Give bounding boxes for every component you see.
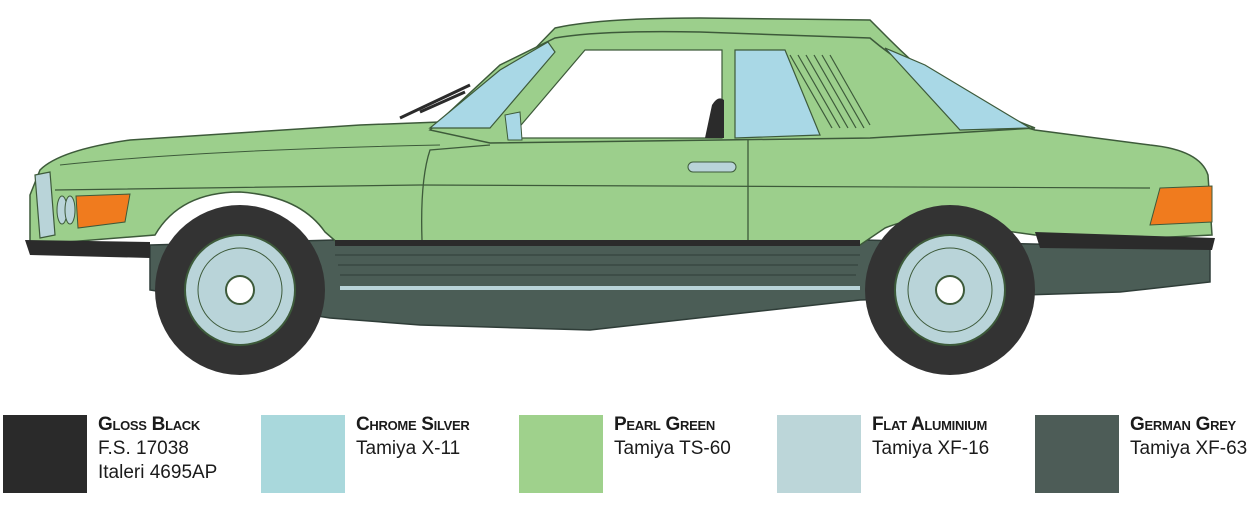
- front-bumper: [25, 240, 150, 258]
- color-chip: [1035, 415, 1119, 493]
- door-outline: [421, 140, 749, 241]
- color-name: Pearl Green: [614, 414, 715, 435]
- door-handle: [687, 161, 737, 173]
- legend-text: Pearl Green Tamiya TS-60: [614, 413, 731, 461]
- legend-text: Gloss Black F.S. 17038 Italeri 4695AP: [98, 413, 217, 485]
- color-name: Gloss Black: [98, 414, 200, 435]
- rocker-chrome: [340, 286, 860, 290]
- legend-text: Flat Aluminium Tamiya XF-16: [872, 413, 989, 461]
- c-pillar-louvres: [789, 54, 871, 129]
- headlamp-2: [64, 195, 76, 225]
- front-wheel: [155, 205, 325, 375]
- quarter-window: [734, 49, 821, 139]
- legend-text: Chrome Silver Tamiya X-11: [356, 413, 470, 461]
- rocker-ribs: [335, 254, 860, 276]
- color-chip: [3, 415, 87, 493]
- door-window: [508, 49, 723, 139]
- rear-indicator: [1149, 185, 1213, 226]
- color-name: Chrome Silver: [356, 414, 470, 435]
- color-code: Italeri 4695AP: [98, 462, 218, 483]
- color-code: F.S. 17038: [98, 438, 189, 459]
- seat: [705, 98, 724, 138]
- rear-wheel: [865, 205, 1035, 375]
- color-code: Tamiya TS-60: [614, 438, 731, 459]
- rear-window: [884, 47, 1033, 131]
- color-chip: [261, 415, 345, 493]
- wiper: [399, 83, 471, 120]
- legend-text: German Grey Tamiya XF-63: [1130, 413, 1247, 461]
- front-indicator: [75, 193, 131, 229]
- windshield: [428, 41, 556, 129]
- shoulder-line: [54, 184, 1151, 191]
- hood-line: [59, 144, 441, 166]
- side-trim-dark: [335, 240, 860, 246]
- color-code: Tamiya X-11: [356, 438, 461, 459]
- color-chip: [519, 415, 603, 493]
- rear-bumper: [1035, 232, 1215, 250]
- color-name: German Grey: [1130, 414, 1236, 435]
- paint-legend: Gloss Black F.S. 17038 Italeri 4695AP Ch…: [0, 413, 1247, 503]
- color-chip: [777, 415, 861, 493]
- color-code: Tamiya XF-63: [1130, 438, 1247, 459]
- color-code: Tamiya XF-16: [872, 438, 990, 459]
- car-illustration: [25, 17, 1215, 375]
- color-name: Flat Aluminium: [872, 414, 987, 435]
- mirror: [504, 111, 523, 141]
- grille: [34, 171, 56, 239]
